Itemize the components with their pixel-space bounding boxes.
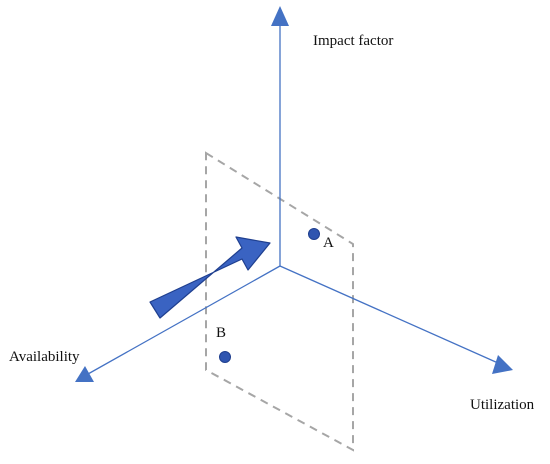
direction-arrow <box>149 236 271 319</box>
utilization-axis-arrowhead <box>492 355 513 374</box>
dashed-plane <box>205 151 354 452</box>
availability-axis <box>87 265 281 375</box>
point-b-label: B <box>216 325 226 341</box>
availability-axis-arrowhead <box>75 366 94 382</box>
availability-label: Availability <box>9 349 80 365</box>
point-b-marker <box>219 351 231 363</box>
utilization-label: Utilization <box>470 397 535 413</box>
impact-factor-label: Impact factor <box>313 33 393 49</box>
point-a-marker <box>308 228 320 240</box>
impact-factor-axis-arrowhead <box>271 6 289 26</box>
point-a-label: A <box>323 235 334 251</box>
utilization-axis <box>279 265 499 364</box>
